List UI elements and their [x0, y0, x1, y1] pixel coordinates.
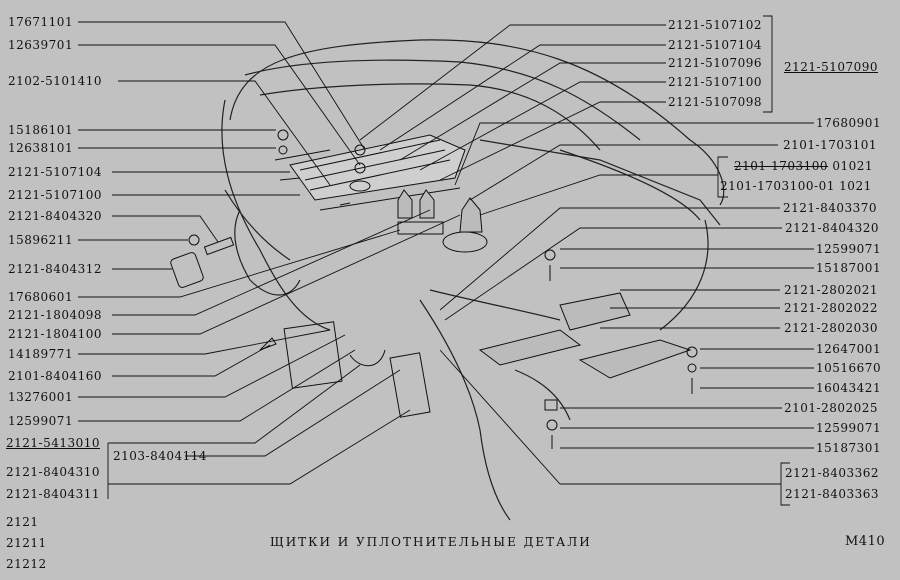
part-label: 12599071: [816, 242, 882, 256]
part-label: 15187001: [816, 261, 882, 275]
part-label: 2101-2802025: [784, 401, 879, 415]
assembly-label: 2121-5413010: [6, 436, 101, 450]
part-label: 2121-8404312: [8, 262, 103, 276]
part-label: 13276001: [8, 390, 74, 404]
leader-lines-left: [78, 21, 461, 499]
part-label: 10516670: [816, 361, 882, 375]
part-label: 16043421: [816, 381, 882, 395]
part-label: 2121-5107102: [668, 18, 763, 32]
part-label-option: 2101-1703100 01021: [734, 159, 873, 173]
model-label: 2121: [6, 515, 39, 529]
car-body-outline: [221, 39, 725, 521]
struck-part-number: 2101-1703100: [734, 159, 829, 173]
part-label: 17671101: [8, 15, 74, 29]
part-label: 2121-8403370: [783, 201, 878, 215]
part-label: 2121-2802022: [784, 301, 879, 315]
leader-lines-right: [359, 15, 814, 506]
part-label: 2121-2802030: [784, 321, 879, 335]
part-label: 2121-8404320: [8, 209, 103, 223]
assembly-label: 2121-5107090: [784, 60, 879, 74]
part-label: 2102-5101410: [8, 74, 103, 88]
part-label: 12599071: [816, 421, 882, 435]
part-label: 2121-1804100: [8, 327, 103, 341]
part-label: 2121-8404320: [785, 221, 880, 235]
part-label: 15896211: [8, 233, 74, 247]
part-label: 2121-8404310: [6, 465, 101, 479]
part-label: 2101-8404160: [8, 369, 103, 383]
part-label: 2103-8404114: [113, 449, 208, 463]
gear-boots: [170, 129, 698, 449]
part-label: 12639701: [8, 38, 74, 52]
diagram-title: ЩИТКИ И УПЛОТНИТЕЛЬНЫЕ ДЕТАЛИ: [270, 535, 592, 549]
part-label: 2121-5107100: [668, 75, 763, 89]
part-label: 2121-8403362: [785, 466, 880, 480]
model-label: 21211: [6, 536, 47, 550]
part-label: 15187301: [816, 441, 882, 455]
part-label: 17680601: [8, 290, 74, 304]
part-label: 12638101: [8, 141, 74, 155]
model-label: 21212: [6, 557, 47, 571]
part-label: 2121-5107104: [8, 165, 103, 179]
part-label: 2101-1703100-01 1021: [720, 179, 872, 193]
part-label: 2121-1804098: [8, 308, 103, 322]
part-label: 17680901: [816, 116, 882, 130]
part-label: 12599071: [8, 414, 74, 428]
part-label: 2121-5107098: [668, 95, 763, 109]
part-label: 2121-5107100: [8, 188, 103, 202]
floor-panel: [274, 134, 466, 211]
part-label: 2121-5107096: [668, 56, 763, 70]
page-code: M410: [845, 534, 886, 549]
part-label: 12647001: [816, 342, 882, 356]
part-label: 15186101: [8, 123, 74, 137]
part-label: 2121-2802021: [784, 283, 879, 297]
part-label: 14189771: [8, 347, 74, 361]
part-label: 2121-8404311: [6, 487, 101, 501]
part-label: 2101-1703101: [783, 138, 878, 152]
part-suffix: 01021: [832, 159, 874, 173]
part-label: 2121-5107104: [668, 38, 763, 52]
part-label: 2121-8403363: [785, 487, 880, 501]
